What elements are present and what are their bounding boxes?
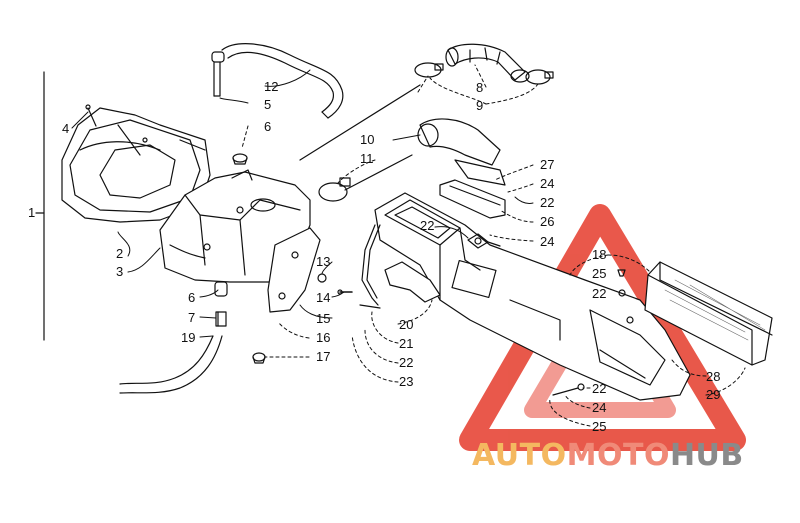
grommet-17	[252, 352, 266, 364]
assembly-line-2	[344, 154, 413, 191]
drain-hose-19	[119, 335, 223, 394]
seal-27	[439, 179, 506, 219]
callout-12: 12	[264, 79, 279, 94]
mount-bracket	[267, 227, 321, 313]
leader-lines	[71, 64, 746, 427]
coupler-8	[445, 43, 530, 83]
callout-17: 17	[316, 349, 331, 364]
callout-15: 15	[316, 311, 331, 326]
callout-21: 21	[399, 336, 414, 351]
callout-13: 13	[316, 254, 331, 269]
callout-5: 5	[264, 97, 272, 112]
callout-27: 27	[540, 157, 555, 172]
watermark-auto: AUTO	[472, 438, 567, 473]
callout-1: 1	[28, 205, 36, 220]
callout-3: 3	[116, 264, 124, 279]
callout-28: 28	[706, 369, 721, 384]
fastener-13	[317, 273, 327, 283]
support-rod-20	[361, 224, 381, 306]
clamp-9-right	[525, 69, 554, 85]
fastener-22-24	[467, 233, 501, 249]
callout-19: 19	[181, 330, 196, 345]
vent-hose-12	[211, 43, 344, 119]
callout-22-low: 22	[399, 355, 414, 370]
bolt-25-lower	[552, 383, 585, 396]
grommet-6-upper	[232, 153, 248, 165]
bolt-25-upper	[617, 269, 626, 277]
callout-24-bottom: 24	[592, 400, 607, 415]
callout-26: 26	[540, 214, 555, 229]
screw-4	[85, 104, 97, 127]
callout-10: 10	[360, 132, 375, 147]
callout-8: 8	[476, 80, 484, 95]
callout-4: 4	[62, 121, 70, 136]
callout-23: 23	[399, 374, 414, 389]
foam-filter	[644, 261, 773, 366]
fastener-14	[337, 289, 353, 295]
callout-22-bottom: 22	[592, 381, 607, 396]
assembly-line	[299, 84, 421, 161]
washer-22-upper	[618, 289, 626, 297]
callout-24-mid: 24	[540, 234, 555, 249]
fitting-6-lower	[214, 281, 228, 297]
callout-25-lower: 25	[592, 419, 607, 434]
watermark-moto: MOTO	[566, 438, 670, 473]
callout-22-filter: 22	[592, 286, 607, 301]
callout-2: 2	[116, 246, 124, 261]
callout-20: 20	[399, 317, 414, 332]
callout-7: 7	[188, 310, 196, 325]
air-silencer	[159, 169, 311, 283]
callout-24-upper: 24	[540, 176, 555, 191]
airbox-cover	[61, 107, 211, 223]
clamp-11	[318, 177, 351, 202]
callout-25-upper: 25	[592, 266, 607, 281]
callout-6-upper: 6	[264, 119, 272, 134]
fitting-7	[215, 311, 227, 327]
callout-22-mid: 22	[420, 218, 435, 233]
intake-elbow-10	[417, 118, 506, 186]
callout-16: 16	[316, 330, 331, 345]
callout-14: 14	[316, 290, 331, 305]
clamp-9-left	[414, 62, 444, 78]
callout-9: 9	[476, 98, 484, 113]
callout-29: 29	[706, 387, 721, 402]
callout-18: 18	[592, 247, 607, 262]
watermark-hub: HUB	[669, 438, 744, 473]
watermark-logo: AUTOMOTOHUB	[472, 438, 744, 473]
strap-21	[359, 261, 441, 309]
callout-11: 11	[360, 151, 374, 166]
callout-6-lower: 6	[188, 290, 196, 305]
callout-22-right: 22	[540, 195, 555, 210]
